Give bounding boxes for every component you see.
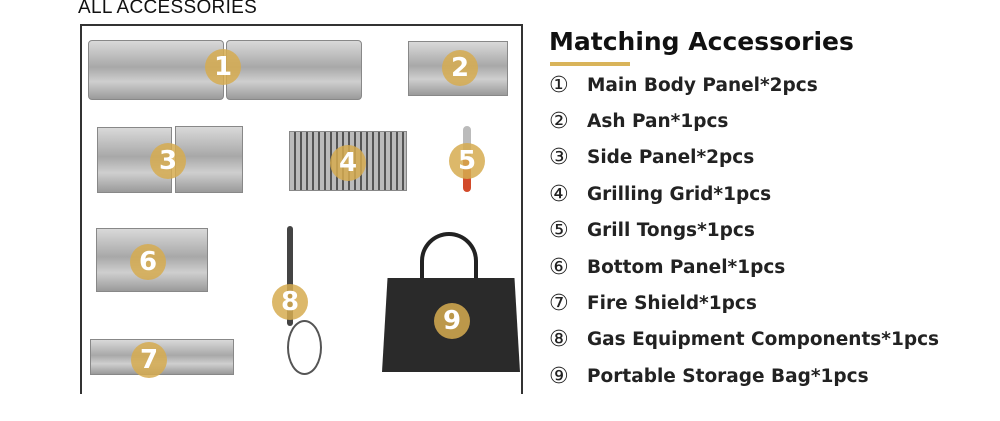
badge-2: 2	[442, 50, 478, 86]
main-body-panel-right-image	[226, 40, 362, 100]
badge-6: 6	[130, 244, 166, 280]
accessories-image-frame	[80, 24, 523, 394]
all-accessories-title: ALL ACCESSORIES	[78, 0, 258, 18]
storage-bag-handles-image	[420, 232, 478, 292]
badge-5: 5	[449, 143, 485, 179]
badge-4: 4	[330, 145, 366, 181]
badge-9: 9	[434, 303, 470, 339]
matching-accessories-heading: Matching Accessories	[549, 27, 854, 56]
main-body-panel-left-image	[88, 40, 224, 100]
heading-underline	[550, 62, 630, 66]
gas-equipment-image	[287, 226, 293, 326]
badge-3: 3	[150, 143, 186, 179]
badge-7: 7	[131, 342, 167, 378]
gas-hose-image	[287, 320, 322, 375]
badge-8: 8	[272, 284, 308, 320]
badge-1: 1	[205, 49, 241, 85]
